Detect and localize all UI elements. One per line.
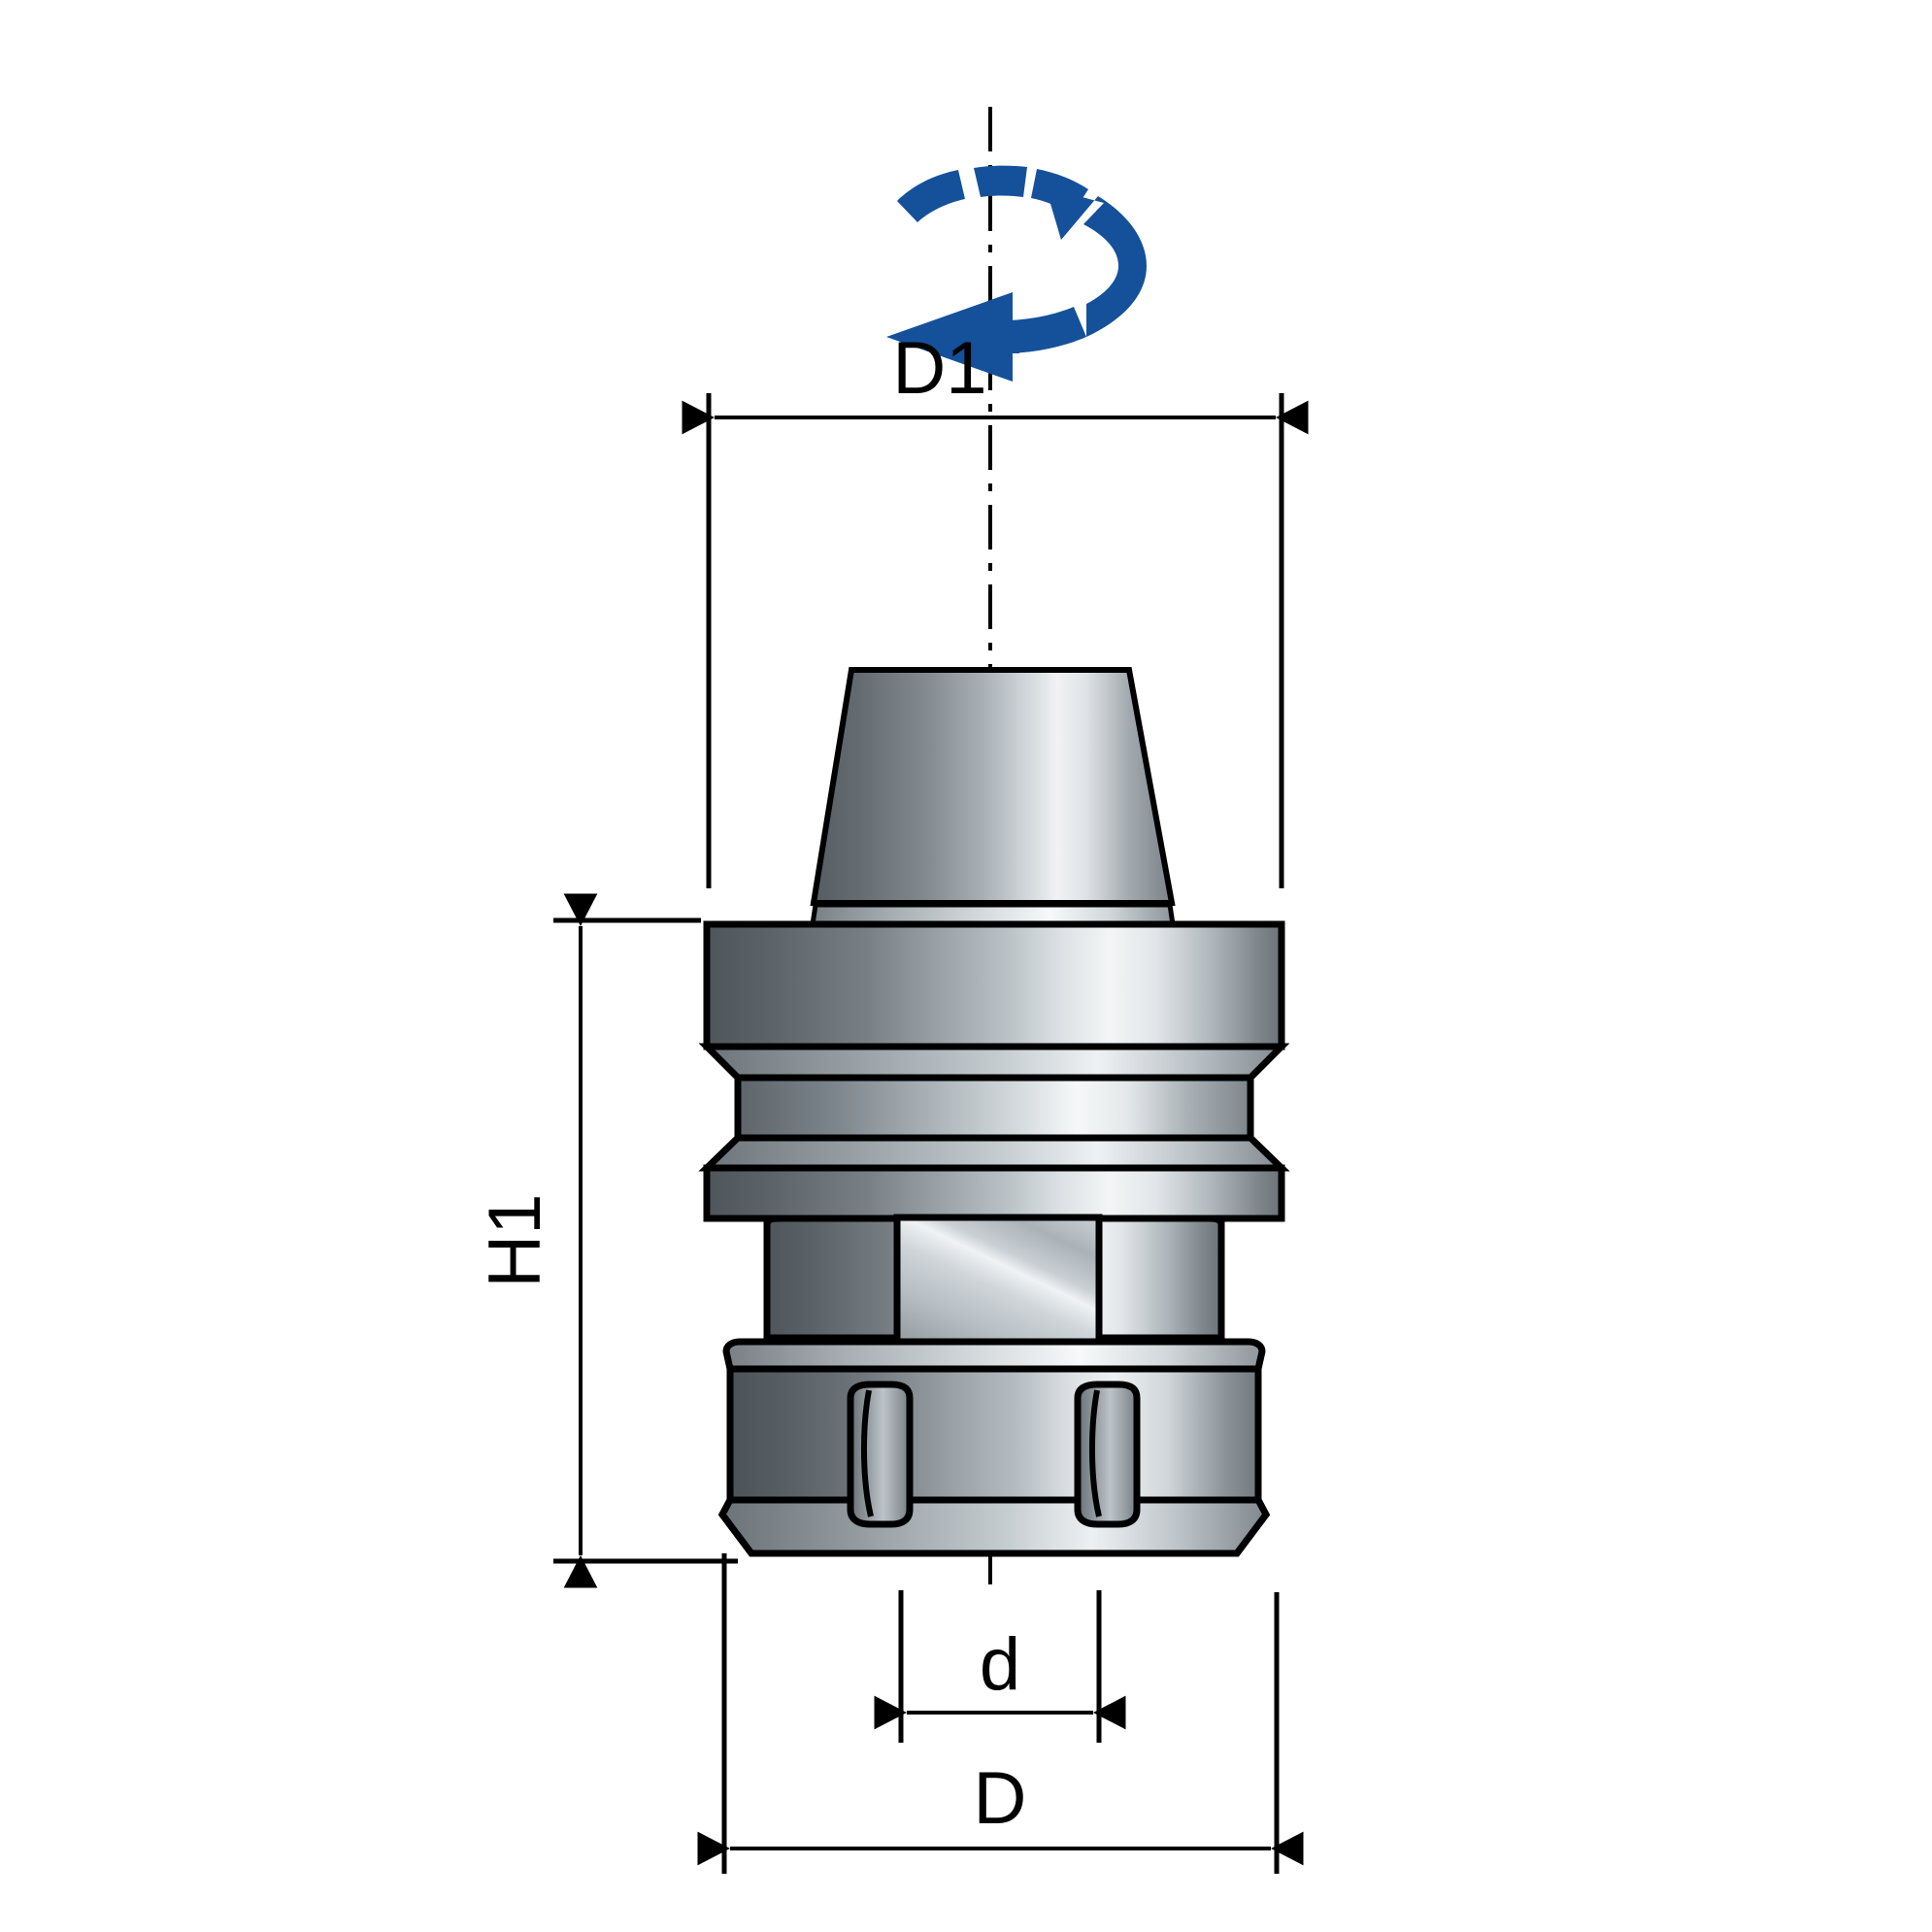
- taper-shank: [810, 667, 1176, 927]
- flange-lower-bevel: [698, 1043, 1290, 1082]
- flange: [703, 920, 1285, 1050]
- dimension-label-d-large: D: [974, 1757, 1027, 1840]
- dimension-h1: H1: [474, 893, 738, 1588]
- lower-collar: [703, 1164, 1285, 1222]
- v-groove: [734, 1074, 1254, 1142]
- rotation-direction-arrow: [886, 165, 1147, 382]
- dimension-d-large: D: [697, 1553, 1304, 1874]
- marking-plate: [893, 1214, 1103, 1346]
- dimension-label-d1: D1: [892, 327, 986, 410]
- dimension-label-d-small: d: [980, 1623, 1020, 1706]
- nut-slot-left: [847, 1381, 914, 1528]
- dimension-d-small: d: [874, 1590, 1126, 1743]
- groove-lower-bevel: [698, 1134, 1290, 1172]
- nut-slot-right: [1074, 1381, 1141, 1528]
- collet-nut: [717, 1365, 1271, 1557]
- collet-nut-top-rim: [722, 1338, 1266, 1373]
- dimension-d1: D1: [682, 327, 1309, 888]
- dimension-label-h1: H1: [474, 1193, 556, 1287]
